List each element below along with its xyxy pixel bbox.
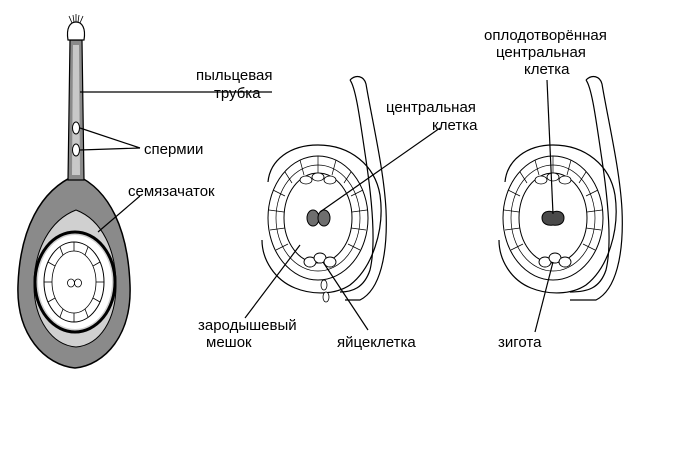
synergid-right (323, 256, 337, 268)
label-central-cell-line2: клетка (432, 117, 478, 134)
fertilized-central-nucleus (541, 210, 565, 226)
nucellus-ring (33, 230, 117, 334)
sperm-cell-upper (72, 121, 80, 135)
integument-right (498, 144, 617, 294)
label-embryo-sac-line2: мешок (206, 334, 252, 351)
antipodal-cell-1 (299, 175, 313, 185)
ovule-polar-nucleus-left (67, 278, 75, 288)
stigma-hairs (68, 14, 84, 24)
sperm-cell-lower (72, 143, 80, 157)
ovule-polar-nucleus-right (74, 278, 82, 288)
label-ovule: семязачаток (128, 183, 215, 200)
label-pollen-tube-line1: пыльцевая (196, 67, 273, 84)
label-embryo-sac-line1: зародышевый (198, 317, 297, 334)
fertilized-antipodal-3 (558, 175, 572, 185)
label-fertilized-line2: центральная (496, 44, 586, 61)
stigma (66, 21, 86, 41)
fertilized-embryo-sac-figure (498, 75, 623, 301)
pollen-tube-middle-inner (339, 79, 374, 293)
right-labels: оплодотворённая центральная клетка зигот… (484, 27, 607, 351)
fertilized-synergid-right (558, 256, 572, 268)
sperm-entering-2 (322, 291, 330, 303)
polar-nucleus-right (317, 209, 331, 227)
polar-nucleus-left (306, 209, 320, 227)
embryo-sac-cell-grid (268, 156, 368, 272)
left-labels: пыльцевая трубка спермии семязачаток (79, 67, 273, 233)
integument-middle (261, 144, 382, 294)
label-fertilized-line3: клетка (524, 61, 570, 78)
antipodal-cell-2 (311, 172, 325, 182)
fertilized-antipodal-2 (546, 172, 560, 182)
embryo-sac-figure (261, 75, 387, 303)
pollen-tube-right (570, 75, 623, 301)
label-fertilized-line1: оплодотворённая (484, 27, 607, 44)
pollen-tube-right-inner (569, 79, 610, 293)
fertilized-sac-cell-grid (503, 156, 603, 272)
label-zygote: зигота (498, 334, 542, 351)
label-pollen-tube-line2: трубка (214, 85, 261, 102)
fertilized-antipodal-1 (534, 175, 548, 185)
middle-labels: центральная клетка зародышевый мешок яйц… (198, 99, 478, 351)
label-sperm: спермии (144, 141, 203, 158)
label-egg-cell: яйцеклетка (337, 334, 416, 351)
sperm-entering-1 (320, 279, 328, 291)
pollen-tube-middle (345, 75, 387, 301)
antipodal-cell-3 (323, 175, 337, 185)
pollen-ovule-figure (17, 14, 131, 369)
label-central-cell-line1: центральная (386, 99, 476, 116)
pollen-tube-inner (72, 45, 80, 175)
ovule-cell-pattern (44, 242, 104, 322)
